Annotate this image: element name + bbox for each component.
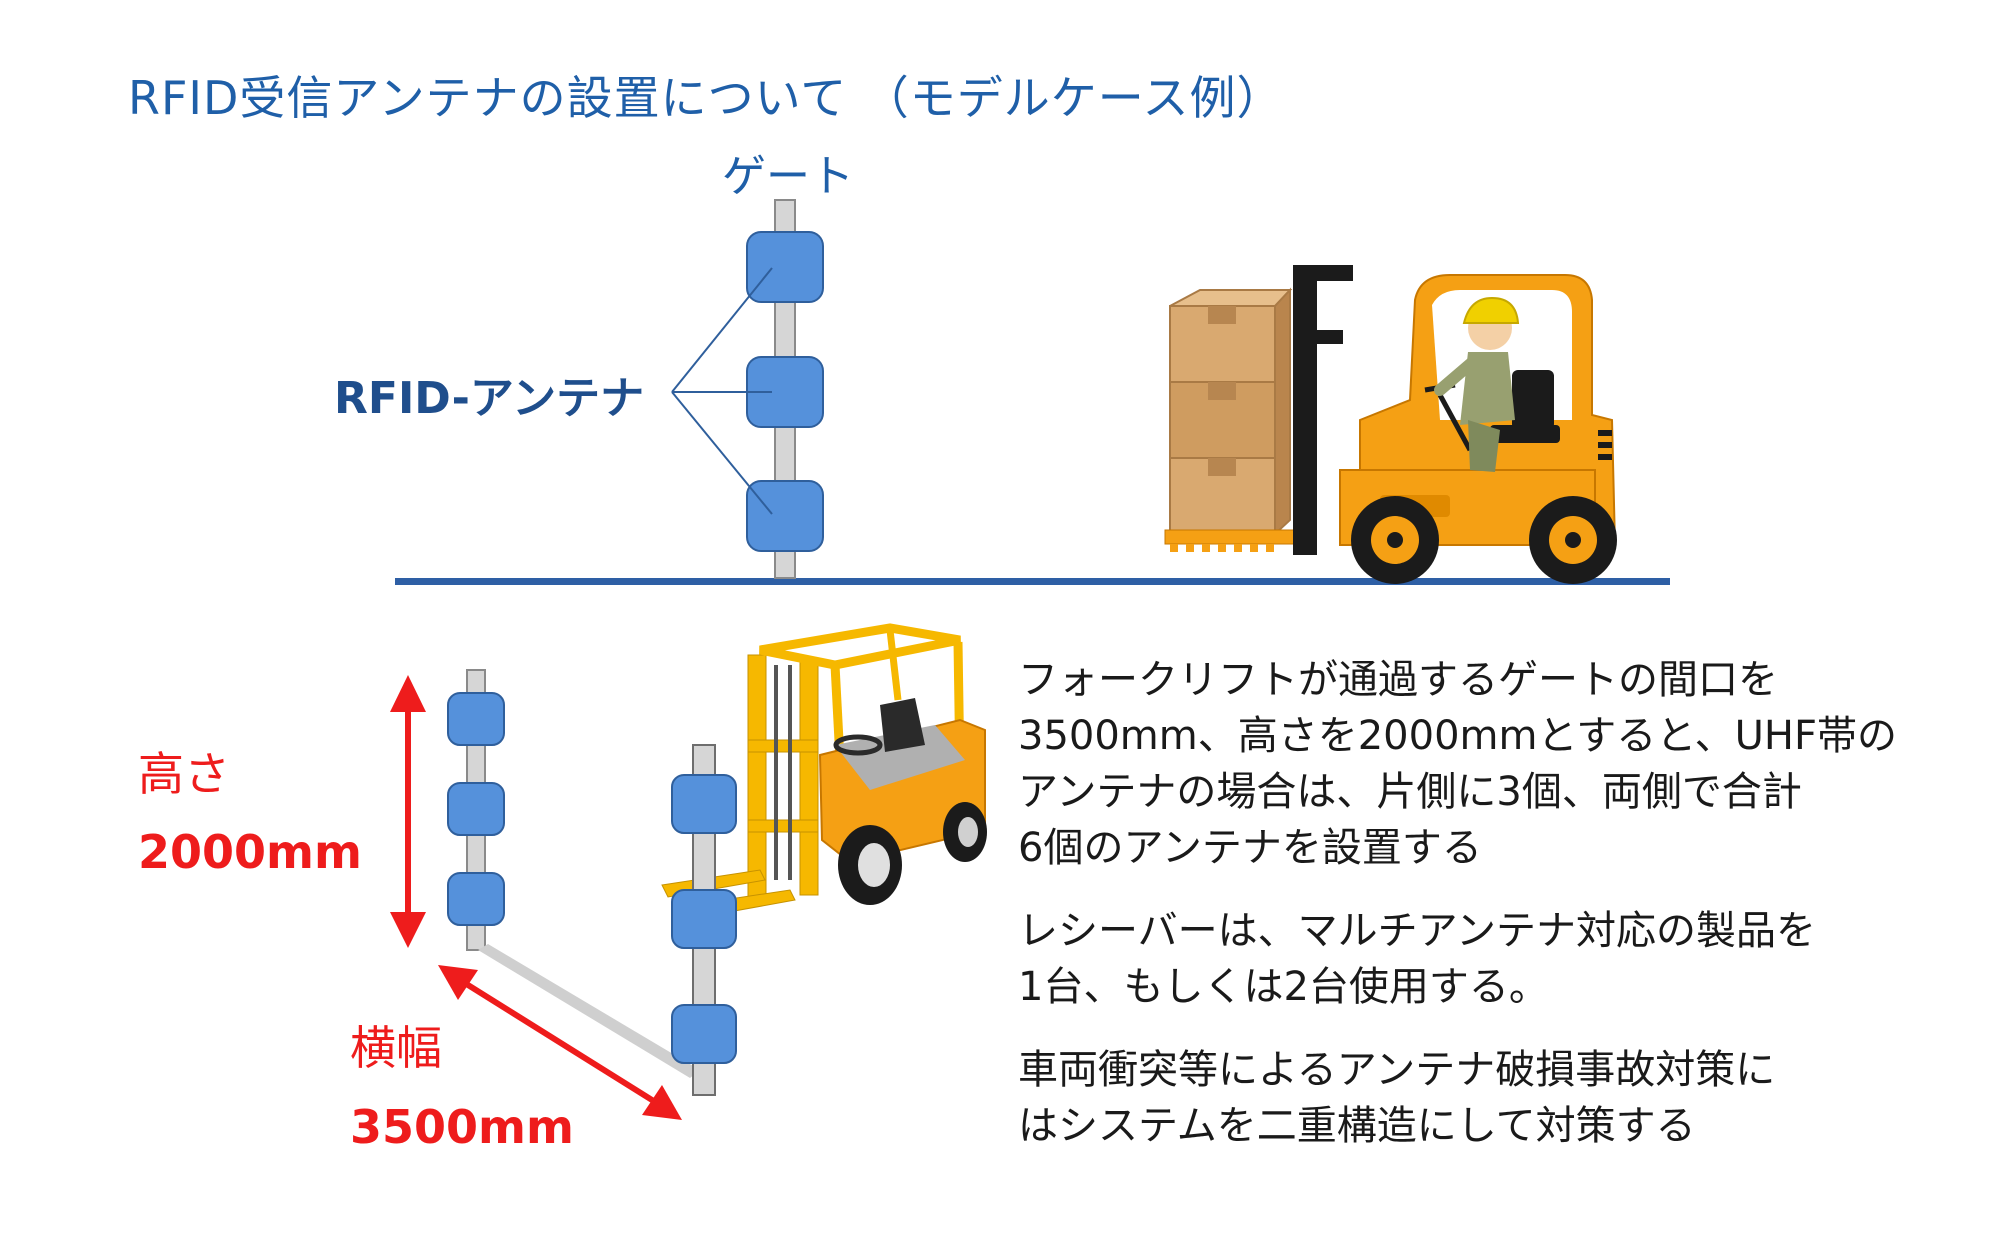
description-paragraph-1: フォークリフトが通過するゲートの間口を 3500mm、高さを2000mmとすると… [1018, 652, 1898, 876]
description-line: レシーバーは、マルチアンテナ対応の製品を [1018, 908, 1816, 954]
fork-blade [1164, 529, 1296, 545]
width-arrow [438, 965, 682, 1120]
gate-label: ゲート [722, 151, 854, 202]
width-value: 3500mm [350, 1100, 574, 1154]
forklift-side-view [1339, 274, 1617, 584]
antenna-bottom [746, 480, 824, 552]
right-antenna-bottom [671, 1004, 737, 1064]
floor-line [395, 578, 1670, 585]
height-label: 高さ [138, 747, 230, 801]
width-label: 横幅 [350, 1021, 442, 1075]
page-title: RFID受信アンテナの設置について （モデルケース例） [128, 71, 1284, 125]
description-line: フォークリフトが通過するゲートの間口を [1018, 657, 1778, 703]
cargo-boxes [1169, 287, 1293, 537]
description-line: 車両衝突等によるアンテナ破損事故対策に [1018, 1047, 1776, 1093]
left-antenna-middle [447, 782, 505, 836]
description-paragraph-3: 車両衝突等によるアンテナ破損事故対策に はシステムを二重構造にして対策する [1018, 1042, 1898, 1154]
height-value: 2000mm [138, 825, 362, 879]
description-line: はシステムを二重構造にして対策する [1018, 1103, 1696, 1149]
antenna-leader-lines [671, 267, 773, 515]
right-antenna-top [671, 774, 737, 834]
antenna-top [746, 231, 824, 303]
description-paragraph-2: レシーバーは、マルチアンテナ対応の製品を 1台、もしくは2台使用する。 [1018, 903, 1898, 1015]
fork-teeth [1170, 544, 1274, 552]
description-line: 1台、もしくは2台使用する。 [1018, 964, 1549, 1010]
rfid-antenna-label: RFID-アンテナ [334, 373, 645, 424]
description-line: 3500mm、高さを2000mmとすると、UHF帯の [1018, 713, 1898, 759]
gate-floor-connector [478, 944, 700, 1078]
description-line: 6個のアンテナを設置する [1018, 825, 1482, 871]
left-antenna-top [447, 692, 505, 746]
forklift-mast [1293, 265, 1317, 555]
left-antenna-bottom [447, 872, 505, 926]
description-line: アンテナの場合は、片側に3個、両側で合計 [1018, 769, 1802, 815]
right-antenna-middle [671, 889, 737, 949]
height-arrow [390, 675, 426, 948]
